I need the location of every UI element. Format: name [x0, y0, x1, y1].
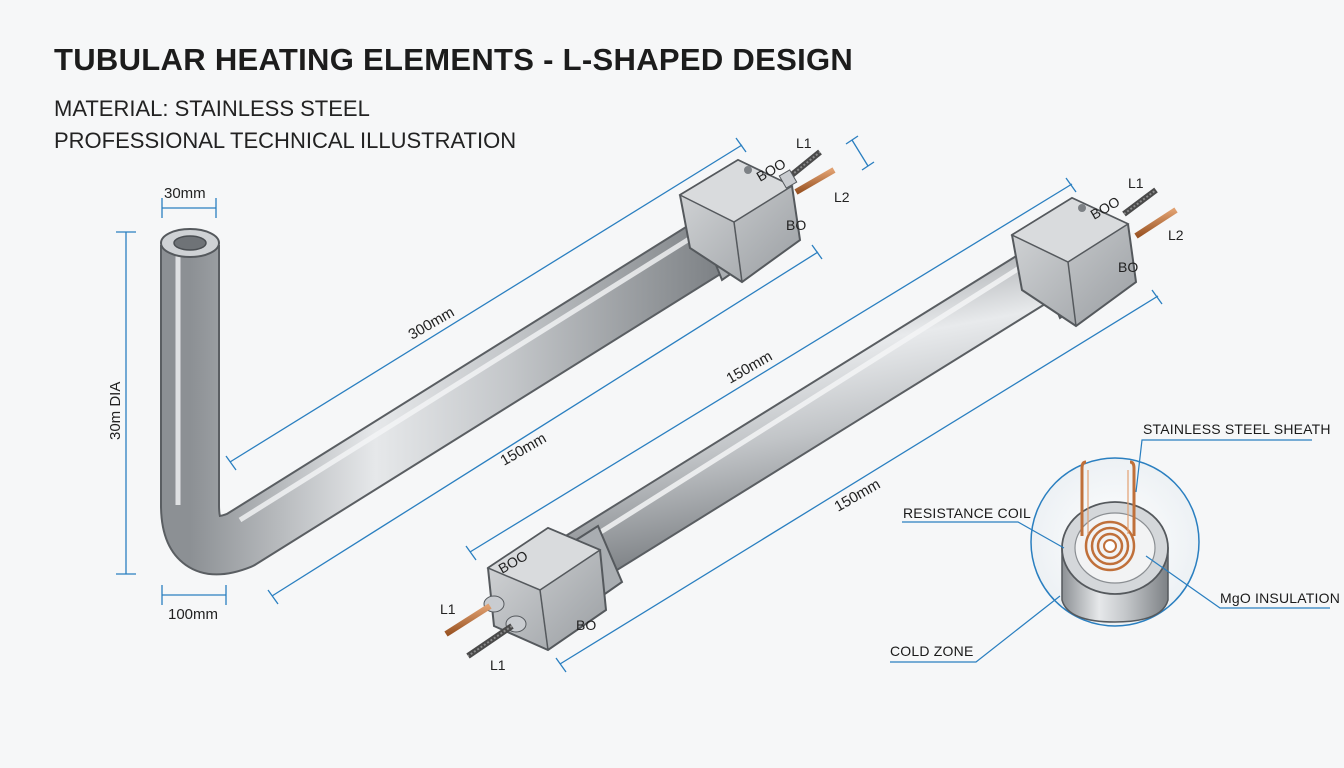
svg-text:BO: BO	[786, 217, 806, 233]
straight-dimension-lines	[465, 177, 1163, 673]
straight-bottom-block: BOO BO	[444, 524, 624, 659]
svg-text:BO: BO	[576, 617, 596, 633]
l-shaped-element: BOO BO L1 L2	[160, 135, 850, 576]
cross-section-detail	[1030, 457, 1200, 627]
straight-top-label-b: L2	[1168, 227, 1184, 243]
straight-bottom-label-b: L1	[490, 657, 506, 673]
l-dimension-lines	[116, 135, 875, 605]
callout-coil: RESISTANCE COIL	[903, 505, 1031, 521]
material-label: MATERIAL: STAINLESS STEEL	[54, 96, 370, 121]
illustration-note: PROFESSIONAL TECHNICAL ILLUSTRATION	[54, 128, 517, 153]
l-terminal-label-a: L1	[796, 135, 812, 151]
callout-lines	[890, 439, 1330, 663]
l-terminal-pins	[778, 149, 836, 195]
dim-l-height: 30m DIA	[107, 382, 124, 440]
page-title: TUBULAR HEATING ELEMENTS - L-SHAPED DESI…	[54, 42, 854, 77]
straight-bottom-label-a: L1	[440, 601, 456, 617]
svg-text:BO: BO	[1118, 259, 1138, 275]
dim-l-bottom-width: 100mm	[168, 606, 218, 623]
callout-cold-zone: COLD ZONE	[890, 643, 973, 659]
l-terminal-label-b: L2	[834, 189, 850, 205]
dim-l-lower-leg: 150mm	[498, 430, 550, 470]
callout-insulation: MgO INSULATION	[1220, 590, 1340, 606]
l-terminal-flange: BOO BO	[678, 155, 806, 284]
callout-sheath: STAINLESS STEEL SHEATH	[1143, 421, 1331, 437]
straight-top-label-a: L1	[1128, 175, 1144, 191]
dim-l-top-width: 30mm	[164, 185, 206, 202]
